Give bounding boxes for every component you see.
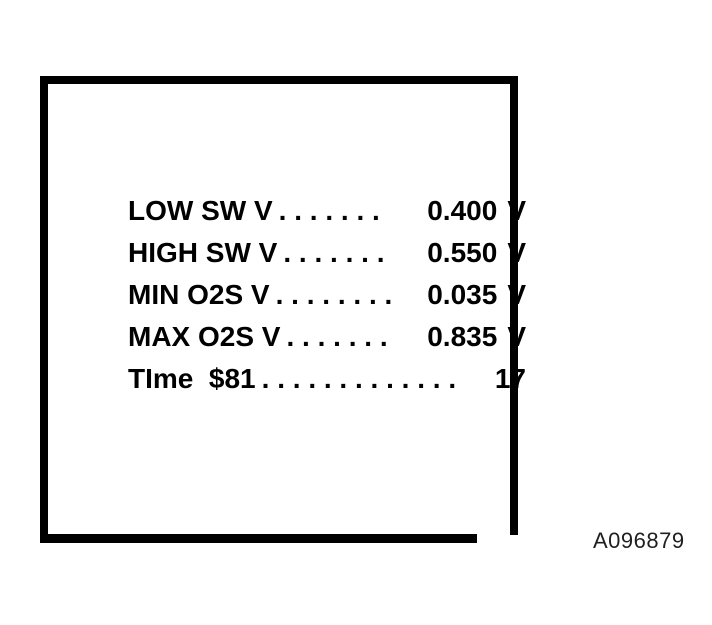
parameter-unit: V xyxy=(507,237,526,268)
parameter-unit: V xyxy=(507,195,526,226)
dot-leader: . . . . . . . . . . . . . xyxy=(261,363,457,394)
parameter-value: 0.035 xyxy=(427,279,498,310)
parameter-label: LOW SW V xyxy=(128,195,273,226)
parameter-value: 0.400 xyxy=(427,195,498,226)
parameter-label: MIN O2S V xyxy=(128,279,270,310)
parameter-unit: V xyxy=(507,321,526,352)
parameter-value: 0.835 xyxy=(427,321,498,352)
dot-leader: . . . . . . . xyxy=(278,195,380,226)
parameter-label: TIme $81 xyxy=(128,363,256,394)
parameter-label: MAX O2S V xyxy=(128,321,281,352)
data-row-low-sw-v: LOW SW V . . . . . . . 0.400 V xyxy=(128,190,526,232)
dot-leader: . . . . . . . xyxy=(286,321,388,352)
scan-tool-display-box: LOW SW V . . . . . . . 0.400 V HIGH SW V… xyxy=(40,76,526,535)
display-box-bottom-edge xyxy=(40,534,477,543)
parameter-value: 0.550 xyxy=(427,237,498,268)
parameter-list: LOW SW V . . . . . . . 0.400 V HIGH SW V… xyxy=(128,190,526,400)
data-row-high-sw-v: HIGH SW V . . . . . . . 0.550 V xyxy=(128,232,526,274)
parameter-value: 17 xyxy=(494,363,526,394)
data-row-min-o2s-v: MIN O2S V . . . . . . . . 0.035 V xyxy=(128,274,526,316)
figure-code: A096879 xyxy=(593,528,685,553)
dot-leader: . . . . . . . xyxy=(283,237,385,268)
dot-leader: . . . . . . . . xyxy=(275,279,393,310)
parameter-label: HIGH SW V xyxy=(128,237,278,268)
data-row-max-o2s-v: MAX O2S V . . . . . . . 0.835 V xyxy=(128,316,526,358)
data-row-time: TIme $81 . . . . . . . . . . . . . 17 xyxy=(128,358,526,400)
parameter-unit: V xyxy=(507,279,526,310)
